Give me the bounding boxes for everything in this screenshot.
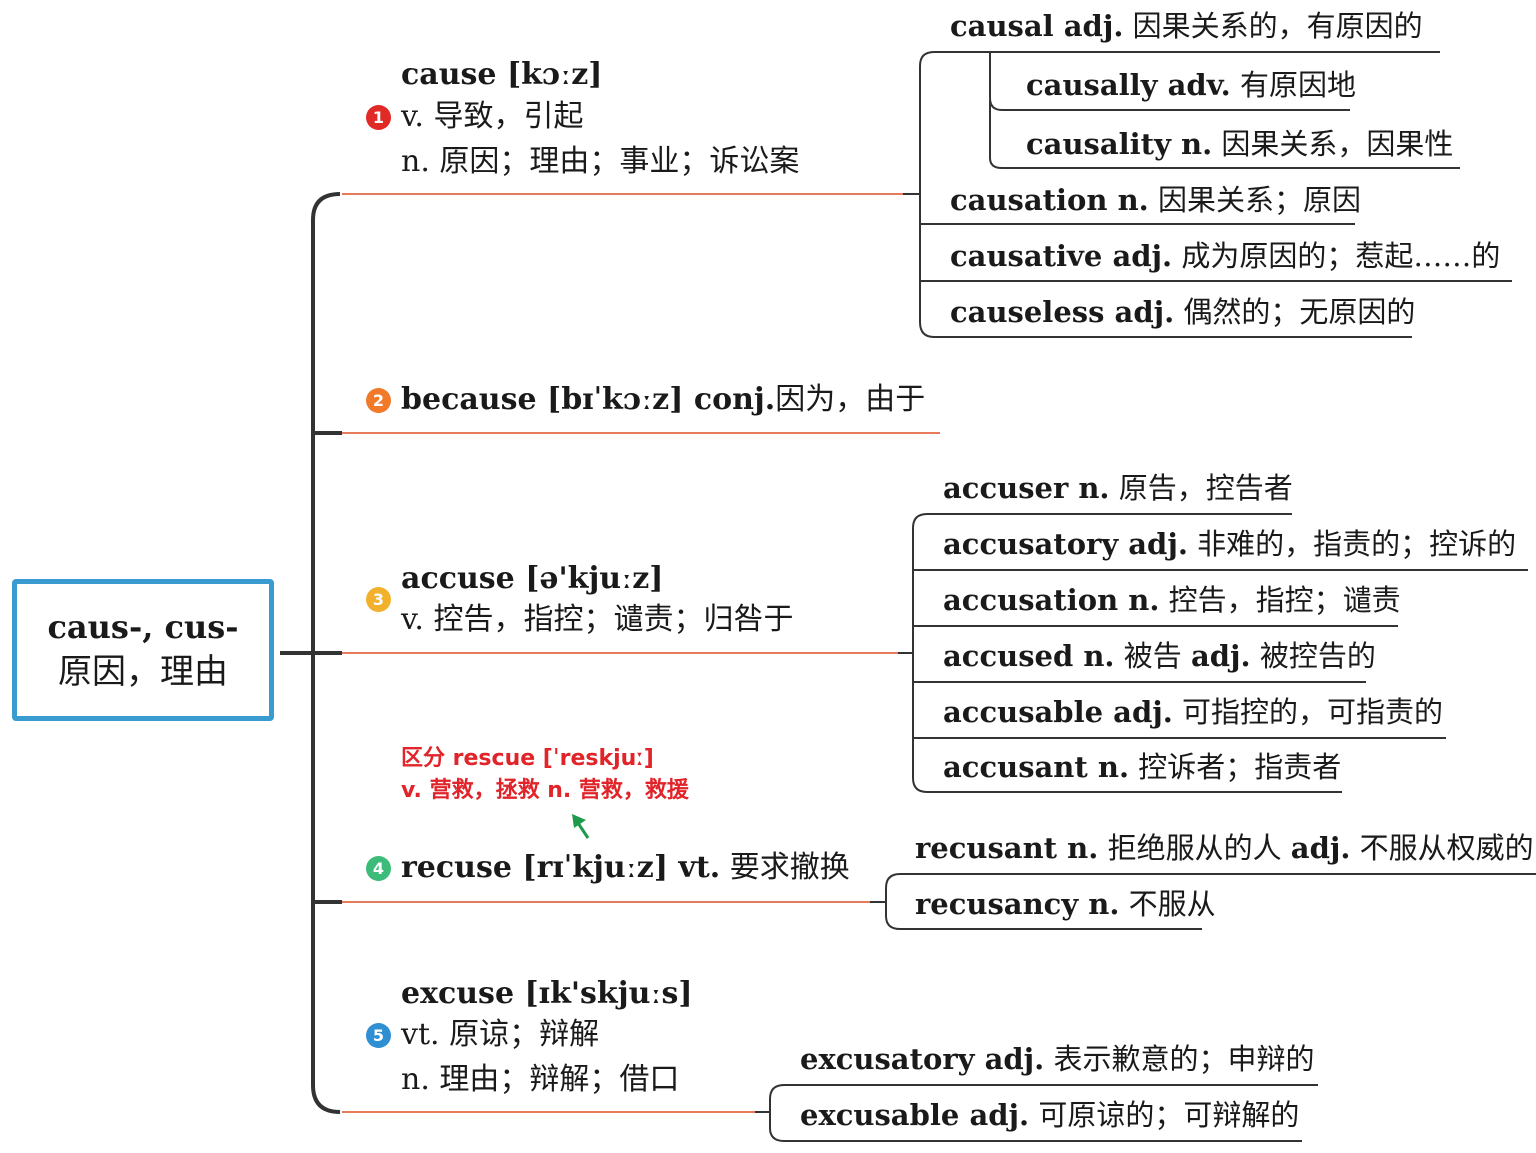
leaf-recusant: recusant n. 拒绝服从的人 adj. 不服从权威的 [915,831,1534,865]
number-badge-2: 2 [366,388,391,413]
branch-1-headword: cause [kɔːz] [401,57,603,92]
branch-3-headword: accuse [ə'kjuːz] [401,561,664,596]
branch-5-headword: excuse [ɪk'skjuːs] [401,976,693,1011]
branch-2-headword: because [bɪˈkɔːz] conj.因为，由于 [401,382,926,417]
leaf-accuser: accuser n. 原告，控告者 [943,471,1293,505]
b3-bracket [912,513,928,793]
branch-5-verb-meaning: vt. 原谅；辩解 [401,1017,600,1052]
branch-5-noun-meaning: n. 理由；辩解；借口 [401,1062,680,1097]
number-badge-1: 1 [366,105,391,130]
number-badge-3: 3 [366,587,391,612]
branch-1-noun-meaning: n. 原因；理由；事业；诉讼案 [401,144,800,179]
leaf-causally: causally adv. 有原因地 [1026,68,1356,102]
note-rescue-line2: v. 营救，拯救 n. 营救，救援 [401,778,689,803]
branch-1-verb-meaning: v. 导致，引起 [401,99,584,134]
leaf-excusatory: excusatory adj. 表示歉意的；申辩的 [800,1042,1315,1076]
branch-4-headword: recuse [rɪˈkjuːz] vt. 要求撤换 [401,850,850,885]
branch-3-meaning: v. 控告，指控；谴责；归咎于 [401,602,794,637]
leaf-accusable: accusable adj. 可指控的，可指责的 [943,695,1444,729]
green-arrow-icon [572,814,590,839]
leaf-causality: causality n. 因果关系，因果性 [1026,127,1454,161]
root-title: caus-, cus- [47,608,239,646]
leaf-causation: causation n. 因果关系；原因 [950,183,1361,217]
leaf-causal: causal adj. 因果关系的，有原因的 [950,9,1423,43]
b5-bracket [769,1084,785,1142]
b1-bracket [919,51,935,338]
leaf-accusant: accusant n. 控诉者；指责者 [943,750,1342,784]
leaf-accused: accused n. 被告 adj. 被控告的 [943,639,1376,673]
b1-sub-bracket [989,52,1003,169]
leaf-causeless: causeless adj. 偶然的；无原因的 [950,295,1416,329]
leaf-accusation: accusation n. 控告，指控；谴责 [943,583,1401,617]
leaf-accusatory: accusatory adj. 非难的，指责的；控诉的 [943,527,1517,561]
number-badge-5: 5 [366,1023,391,1048]
leaf-causative: causative adj. 成为原因的；惹起……的 [950,239,1501,273]
number-badge-4: 4 [366,856,391,881]
b4-bracket [885,873,901,930]
note-rescue-line1: 区分 rescue [ˈreskjuː] [401,746,654,771]
root-node: caus-, cus- 原因，理由 [12,579,274,721]
leaf-excusable: excusable adj. 可原谅的；可辩解的 [800,1098,1300,1132]
root-meaning: 原因，理由 [58,652,228,692]
leaf-recusancy: recusancy n. 不服从 [915,887,1216,921]
